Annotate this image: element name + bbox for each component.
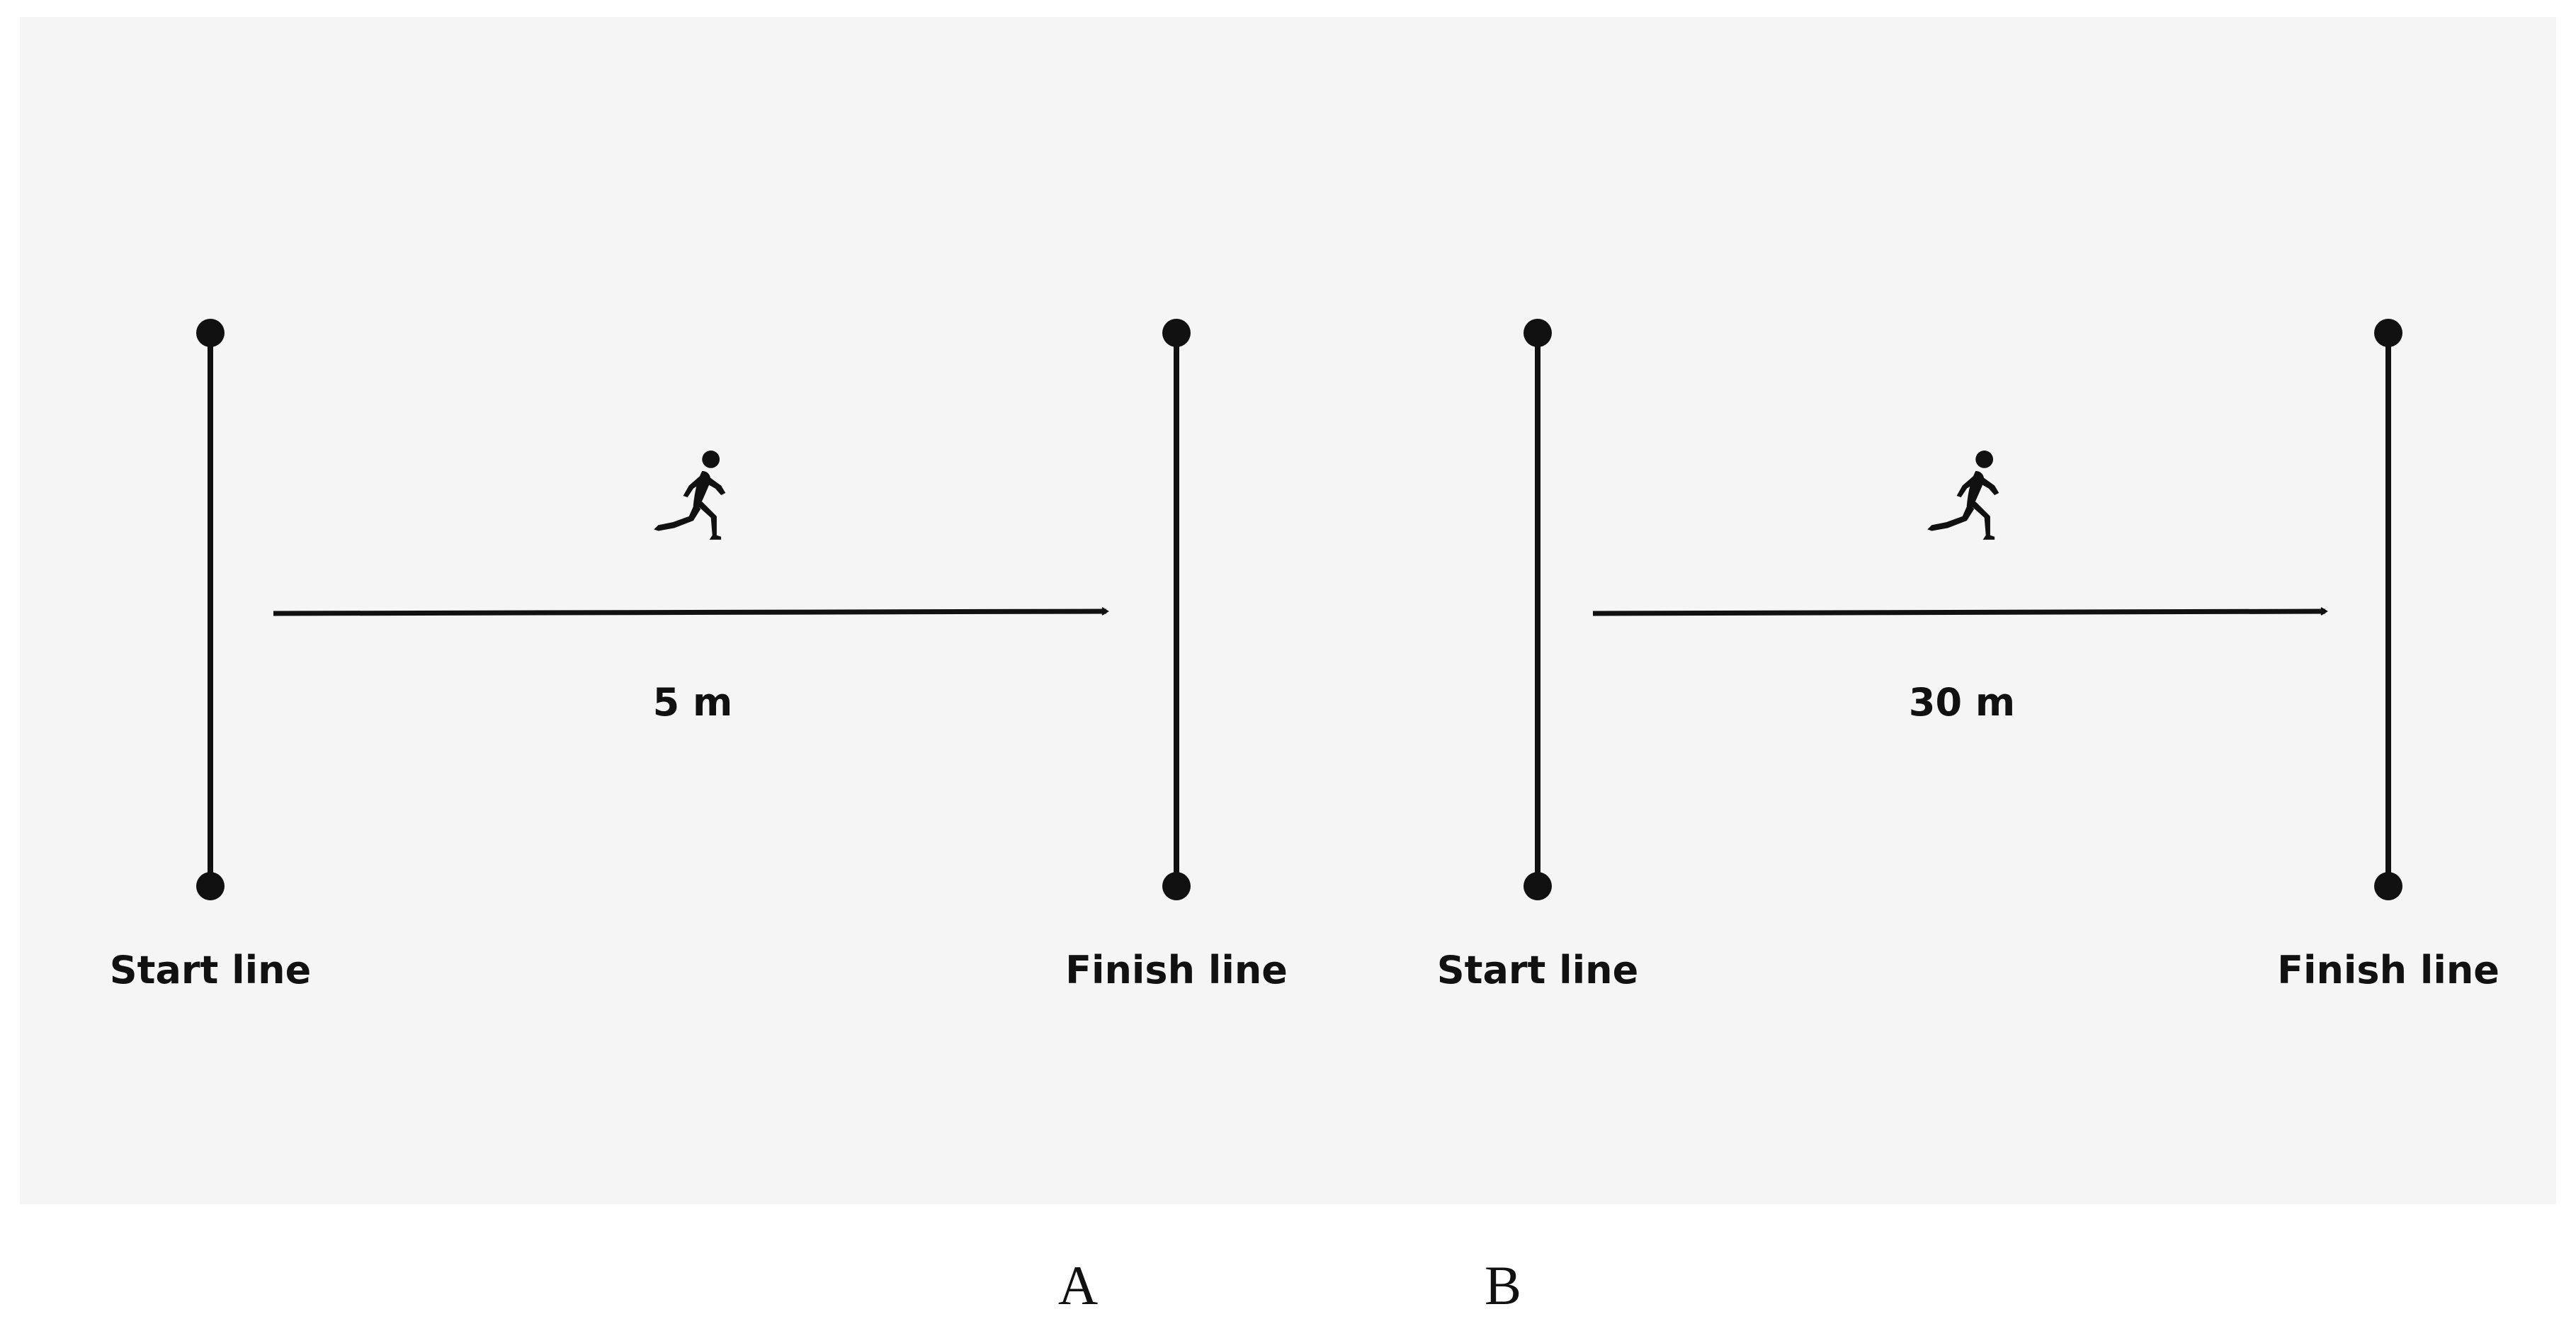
panel-a xyxy=(196,319,1191,900)
runner-icon xyxy=(654,451,726,540)
distance-label-b: 30 m xyxy=(1908,680,2016,725)
start-line-label-a: Start line xyxy=(109,948,312,992)
finish-line-a xyxy=(1162,319,1191,900)
start-line-b xyxy=(1524,319,1552,900)
panel-caption-b: B xyxy=(1484,1254,1522,1316)
distance-label-a: 5 m xyxy=(652,680,733,725)
panel-b xyxy=(1524,319,2402,900)
panel-caption-a: A xyxy=(1057,1254,1099,1316)
start-line-label-b: Start line xyxy=(1436,948,1639,992)
runner-icon xyxy=(1927,451,1999,540)
direction-arrow-b xyxy=(1592,607,2328,616)
finish-line-label-a: Finish line xyxy=(1065,948,1288,992)
finish-line-label-b: Finish line xyxy=(2277,948,2500,992)
finish-line-b xyxy=(2374,319,2402,900)
start-line-a xyxy=(196,319,225,900)
direction-arrow-a xyxy=(273,607,1109,616)
